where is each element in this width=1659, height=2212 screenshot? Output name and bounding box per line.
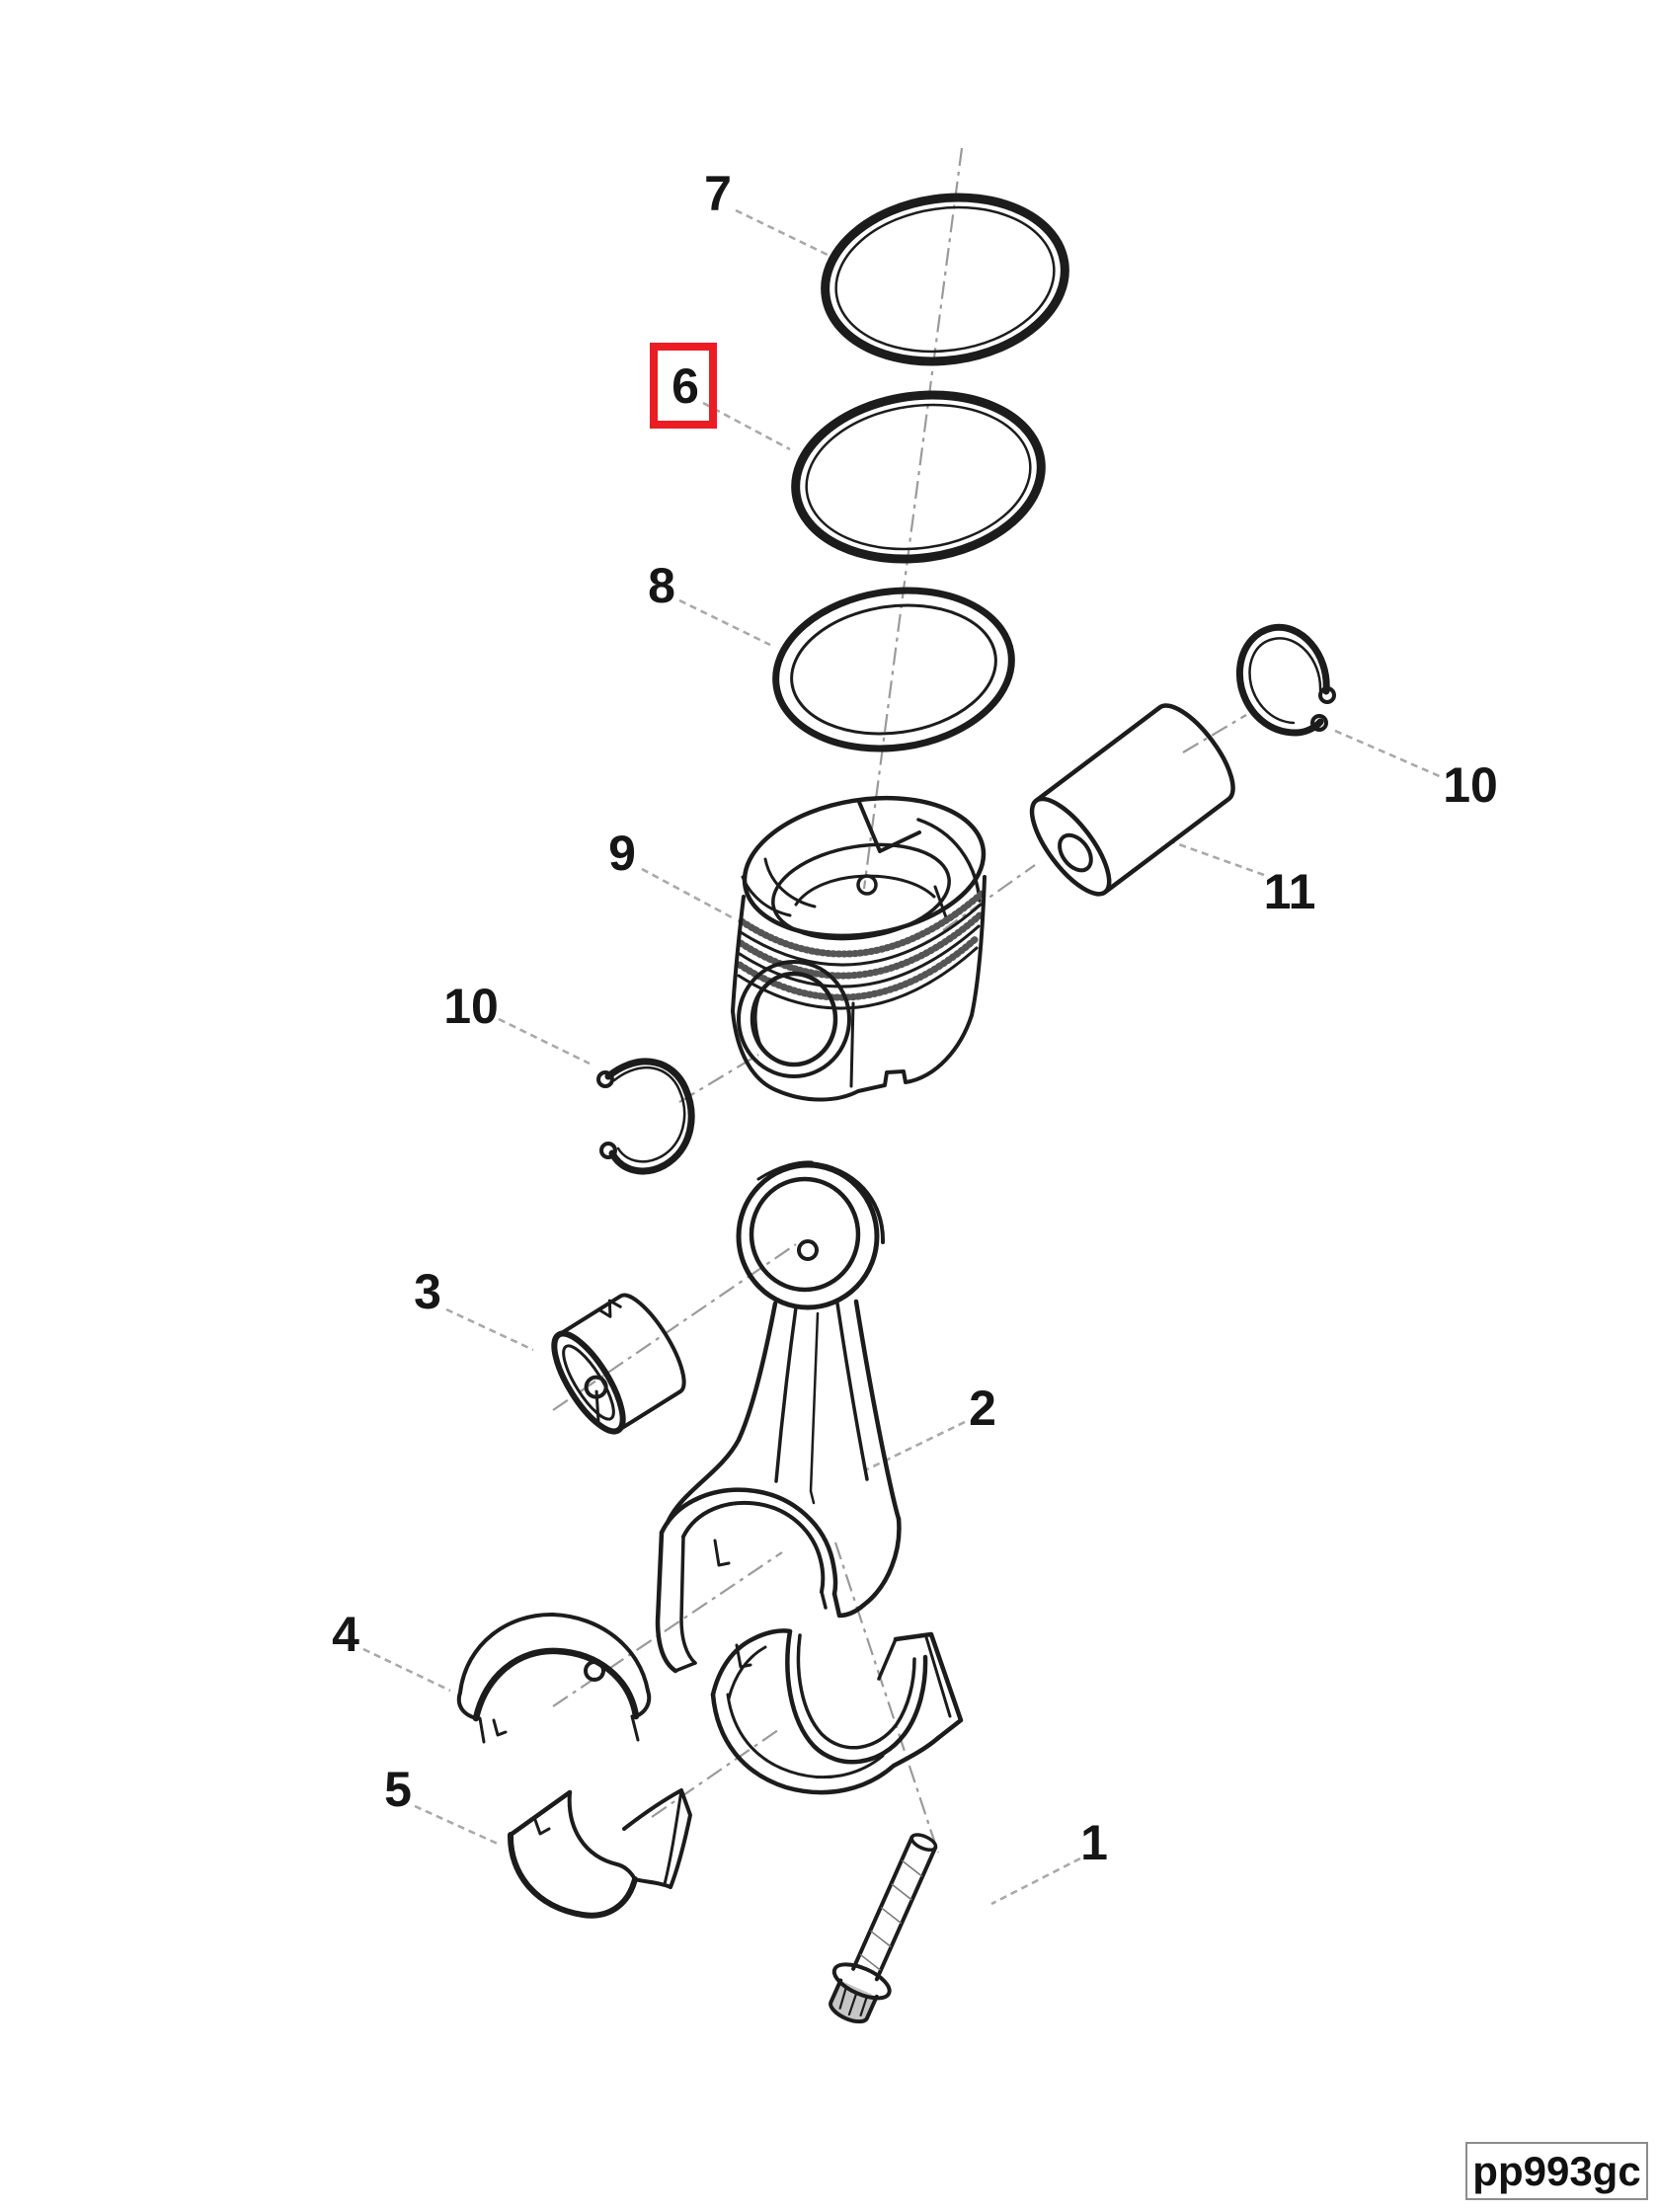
callout-9[interactable]: 9 <box>608 826 636 881</box>
rod-bearing-lower-drawing <box>507 1788 692 1919</box>
snap-ring-right-drawing <box>1235 623 1336 737</box>
piston-ring-top-drawing <box>821 193 1069 366</box>
callout-5[interactable]: 5 <box>384 1762 412 1817</box>
callout-6-selected[interactable]: 6 <box>672 358 699 414</box>
oil-ring-drawing <box>772 587 1015 752</box>
diagram-art <box>456 193 1336 2024</box>
callout-3[interactable]: 3 <box>414 1264 441 1319</box>
leader-lines <box>362 208 1443 1906</box>
pin-bushing-drawing <box>551 1293 686 1435</box>
highlight-box <box>650 343 717 429</box>
callout-8[interactable]: 8 <box>648 558 675 613</box>
connecting-rod-drawing <box>655 1160 902 1674</box>
piston-ring-second-drawing <box>791 390 1046 564</box>
callout-10-left[interactable]: 10 <box>443 979 499 1034</box>
callout-2[interactable]: 2 <box>969 1381 996 1436</box>
callout-4[interactable]: 4 <box>332 1607 359 1662</box>
image-code-text: pp993gc <box>1472 2147 1641 2194</box>
rod-bolt-drawing <box>829 1833 938 2024</box>
callout-10-right[interactable]: 10 <box>1443 757 1498 813</box>
piston-drawing <box>731 795 987 1102</box>
rod-bearing-upper-drawing <box>456 1612 652 1744</box>
image-code-badge: pp993gc <box>1465 2142 1648 2200</box>
piston-pin-drawing <box>1029 703 1235 897</box>
callout-7[interactable]: 7 <box>704 166 732 221</box>
callout-1[interactable]: 1 <box>1080 1815 1108 1870</box>
bearing-cap-drawing <box>710 1628 964 1795</box>
snap-ring-left-drawing <box>596 1058 695 1175</box>
callout-11[interactable]: 11 <box>1263 864 1316 919</box>
